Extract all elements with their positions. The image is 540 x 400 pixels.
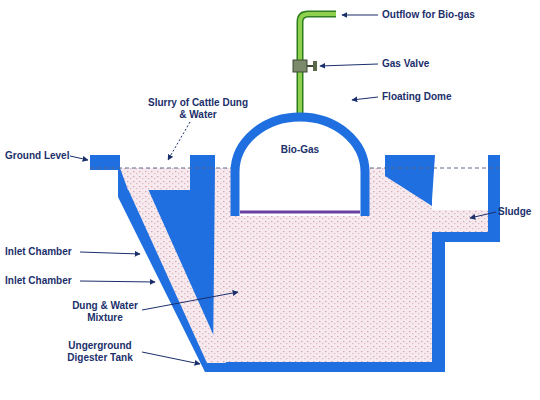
part-label: Inlet Chamber	[5, 275, 72, 287]
inlet-pipe	[128, 189, 226, 363]
part-label: Dung & Water Mixture	[68, 300, 142, 324]
valve-knob	[313, 61, 317, 71]
part-label: Outflow for Bio-gas	[382, 9, 475, 21]
part-label: Gas Valve	[382, 58, 429, 70]
leader-lines	[70, 15, 496, 364]
floating-dome: Bio-Gas	[230, 112, 370, 220]
dome-outline	[230, 112, 370, 220]
inlet-opening	[120, 155, 190, 168]
inlet-slurry	[120, 168, 190, 190]
part-label: Ground Level	[5, 150, 69, 162]
valve-stem	[307, 65, 314, 67]
outlet-opening	[432, 155, 488, 210]
part-label: Slurry of Cattle Dung & Water	[148, 97, 248, 121]
part-label: Floating Dome	[382, 91, 451, 103]
dome-rim	[240, 211, 360, 214]
dome-shell	[235, 117, 365, 216]
gas-valve	[293, 60, 307, 72]
node-text: Bio-Gas	[230, 112, 370, 156]
sludge-slurry	[432, 210, 488, 232]
part-label: Ungerground Digester Tank	[58, 340, 142, 364]
part-label: Sludge	[498, 206, 531, 218]
part-label: Inlet Chamber	[5, 246, 72, 258]
outlet-channel	[385, 176, 432, 220]
